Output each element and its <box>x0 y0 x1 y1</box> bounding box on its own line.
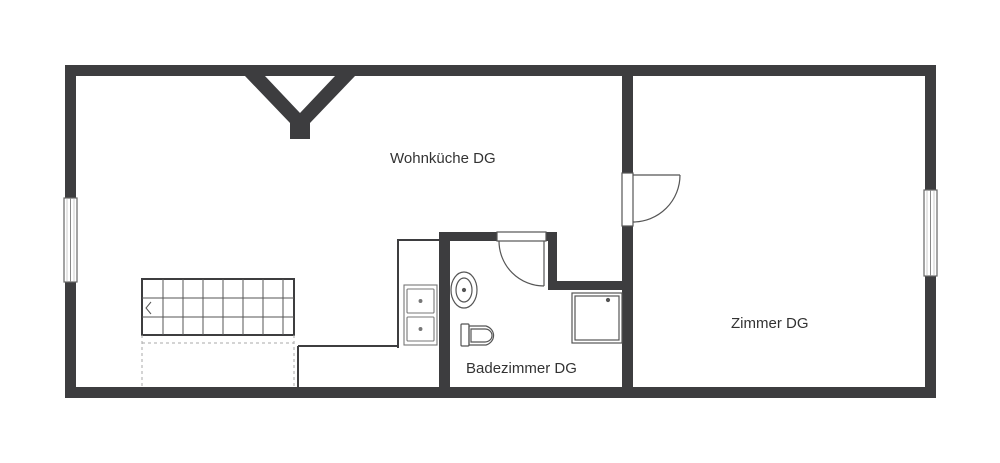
door-swing-icon <box>496 231 547 287</box>
toilet-icon <box>460 323 495 347</box>
room-label-zimmer: Zimmer DG <box>731 315 809 332</box>
room-label-wohnkueche: Wohnküche DG <box>390 150 496 167</box>
kitchen-counter <box>297 239 440 388</box>
shower-tray-icon <box>571 292 623 344</box>
staircase-icon <box>141 278 295 388</box>
room-label-badezimmer: Badezimmer DG <box>466 360 577 377</box>
washbasin-icon <box>450 271 478 309</box>
door-swing-icon <box>621 172 681 227</box>
kitchen-sink-icon <box>403 284 438 346</box>
interior-walls <box>439 65 633 398</box>
chimney-icon <box>245 76 355 139</box>
window-icon <box>923 189 938 277</box>
window-icon <box>63 197 78 283</box>
